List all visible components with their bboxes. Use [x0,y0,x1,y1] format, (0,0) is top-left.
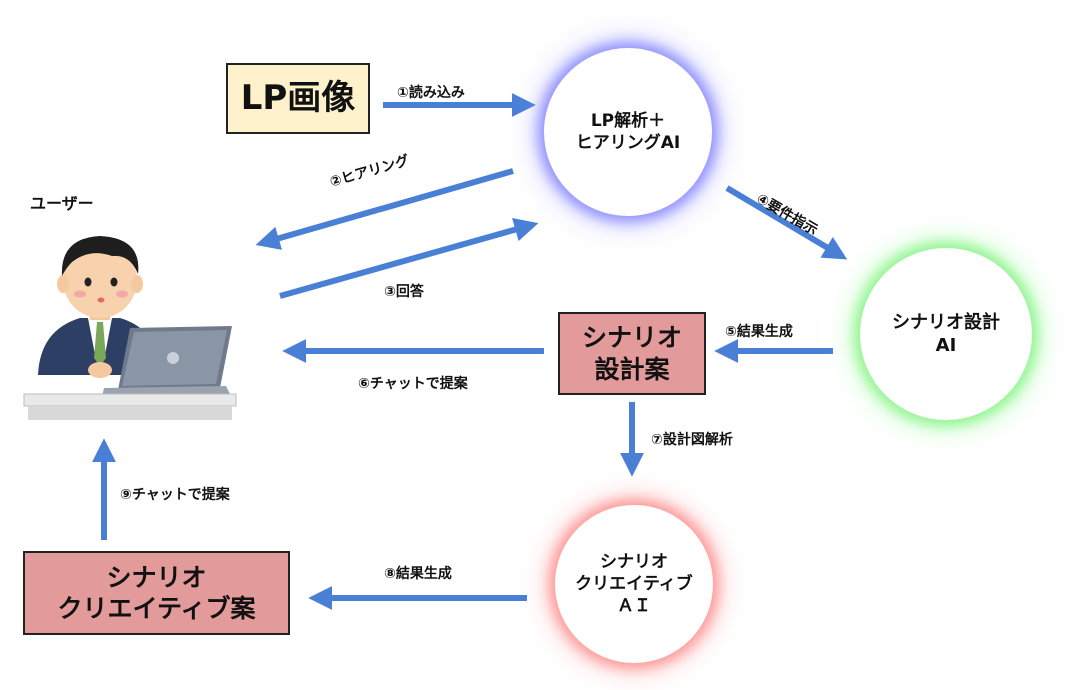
scenario-design-ai-node: シナリオ設計 AI [860,248,1032,420]
arrow-answer [279,218,539,299]
creative-plan-line1: シナリオ [106,562,207,592]
scenario-creative-plan-box: シナリオ クリエイティブ案 [23,551,290,635]
edge-label-propose-creative: ⑨チャットで提案 [120,487,230,503]
scenario-plan-line1: シナリオ [581,323,682,353]
scenario-creative-ai-node: シナリオ クリエイティブ ＡＩ [555,505,713,663]
lp-ai-line1: LP解析＋ [590,110,666,131]
creative-ai-line3: ＡＩ [616,596,651,617]
lp-image-label: LP画像 [240,78,356,119]
arrow-hearing [255,168,514,250]
creative-plan-line2: クリエイティブ案 [57,594,256,623]
creative-ai-line1: シナリオ [599,551,668,572]
lp-analysis-hearing-ai-node: LP解析＋ ヒアリングAI [544,48,712,216]
arrow-requirement [725,185,848,260]
edge-label-analyze: ⑦設計図解析 [651,432,733,448]
edge-label-propose-scenario: ⑥チャットで提案 [358,376,468,392]
scenario-design-plan-box: シナリオ 設計案 [558,312,706,395]
scenario-plan-line2: 設計案 [594,354,670,384]
lp-ai-line2: ヒアリングAI [575,133,681,153]
scenario-ai-line1: シナリオ設計 [892,311,1000,333]
edge-label-answer: ③回答 [384,284,424,300]
edge-label-result-creative: ⑧結果生成 [384,566,452,582]
user-label: ユーザー [30,194,94,213]
creative-ai-line2: クリエイティブ [575,573,693,594]
edge-label-read: ①読み込み [397,85,465,101]
user-illustration [23,236,237,420]
scenario-ai-line2: AI [935,335,957,356]
edge-label-result-scenario: ⑤結果生成 [725,324,793,340]
lp-image-box: LP画像 [226,63,370,134]
